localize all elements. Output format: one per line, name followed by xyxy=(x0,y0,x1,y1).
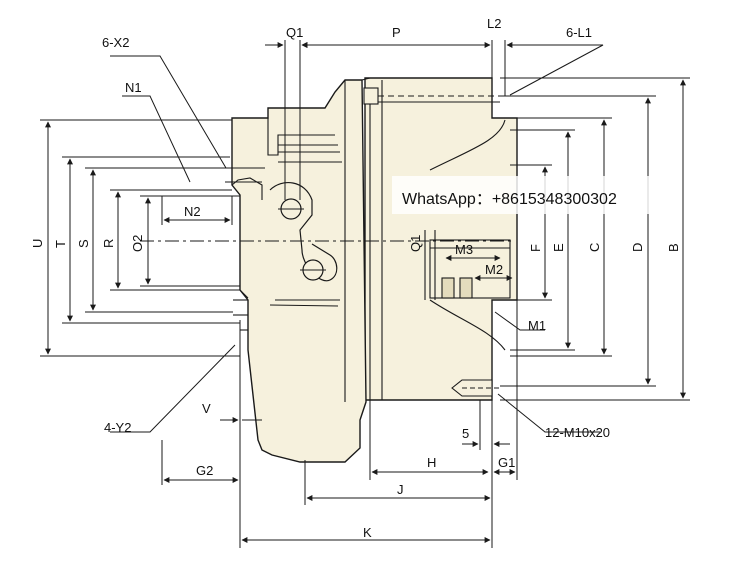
label-p: P xyxy=(392,25,401,40)
right-dimensions xyxy=(500,77,690,401)
label-q1-side: Q1 xyxy=(408,235,423,252)
drum-inner xyxy=(424,119,511,351)
label-5: 5 xyxy=(462,426,469,441)
label-b: B xyxy=(666,243,681,252)
label-s: S xyxy=(76,239,91,248)
top-dimensions xyxy=(265,40,520,200)
label-k: K xyxy=(363,525,372,540)
watermark-text: WhatsApp：+8615348300302 xyxy=(402,191,617,208)
label-n2: N2 xyxy=(184,204,201,219)
label-6-x2: 6-X2 xyxy=(102,35,129,50)
label-g1: G1 xyxy=(498,455,515,470)
lever-crosshairs xyxy=(278,208,326,271)
label-c: C xyxy=(587,243,602,252)
inner-dimensions xyxy=(429,240,513,298)
label-group: 6-X2 N1 N2 Q1 P L2 6-L1 U T S R O2 Q1 M3… xyxy=(30,16,681,540)
label-g2: G2 xyxy=(196,463,213,478)
label-j: J xyxy=(397,482,404,497)
left-dimensions xyxy=(40,119,240,357)
flange-body xyxy=(231,79,367,463)
label-m2: M2 xyxy=(485,262,503,277)
label-h: H xyxy=(427,455,436,470)
label-e: E xyxy=(551,243,566,252)
watermark-background xyxy=(392,176,654,214)
leader-lines xyxy=(110,44,604,433)
label-12-m10x20: 12-M10x20 xyxy=(545,425,610,440)
label-q1-top: Q1 xyxy=(286,25,303,40)
label-n1: N1 xyxy=(125,80,142,95)
label-t: T xyxy=(53,240,68,248)
bottom-dimensions xyxy=(161,300,518,548)
drum-housing xyxy=(364,77,518,401)
label-6-l1: 6-L1 xyxy=(566,25,592,40)
bottom-bolt xyxy=(451,379,500,397)
label-m3: M3 xyxy=(455,242,473,257)
label-d: D xyxy=(630,243,645,252)
top-bolt xyxy=(363,87,500,105)
label-r: R xyxy=(101,239,116,248)
label-f: F xyxy=(528,244,543,252)
flange-details xyxy=(225,77,383,402)
label-o2: O2 xyxy=(130,235,145,252)
label-4-y2: 4-Y2 xyxy=(104,420,131,435)
label-m1: M1 xyxy=(528,318,546,333)
label-u: U xyxy=(30,239,45,248)
label-v: V xyxy=(202,401,211,416)
label-l2: L2 xyxy=(487,16,501,31)
